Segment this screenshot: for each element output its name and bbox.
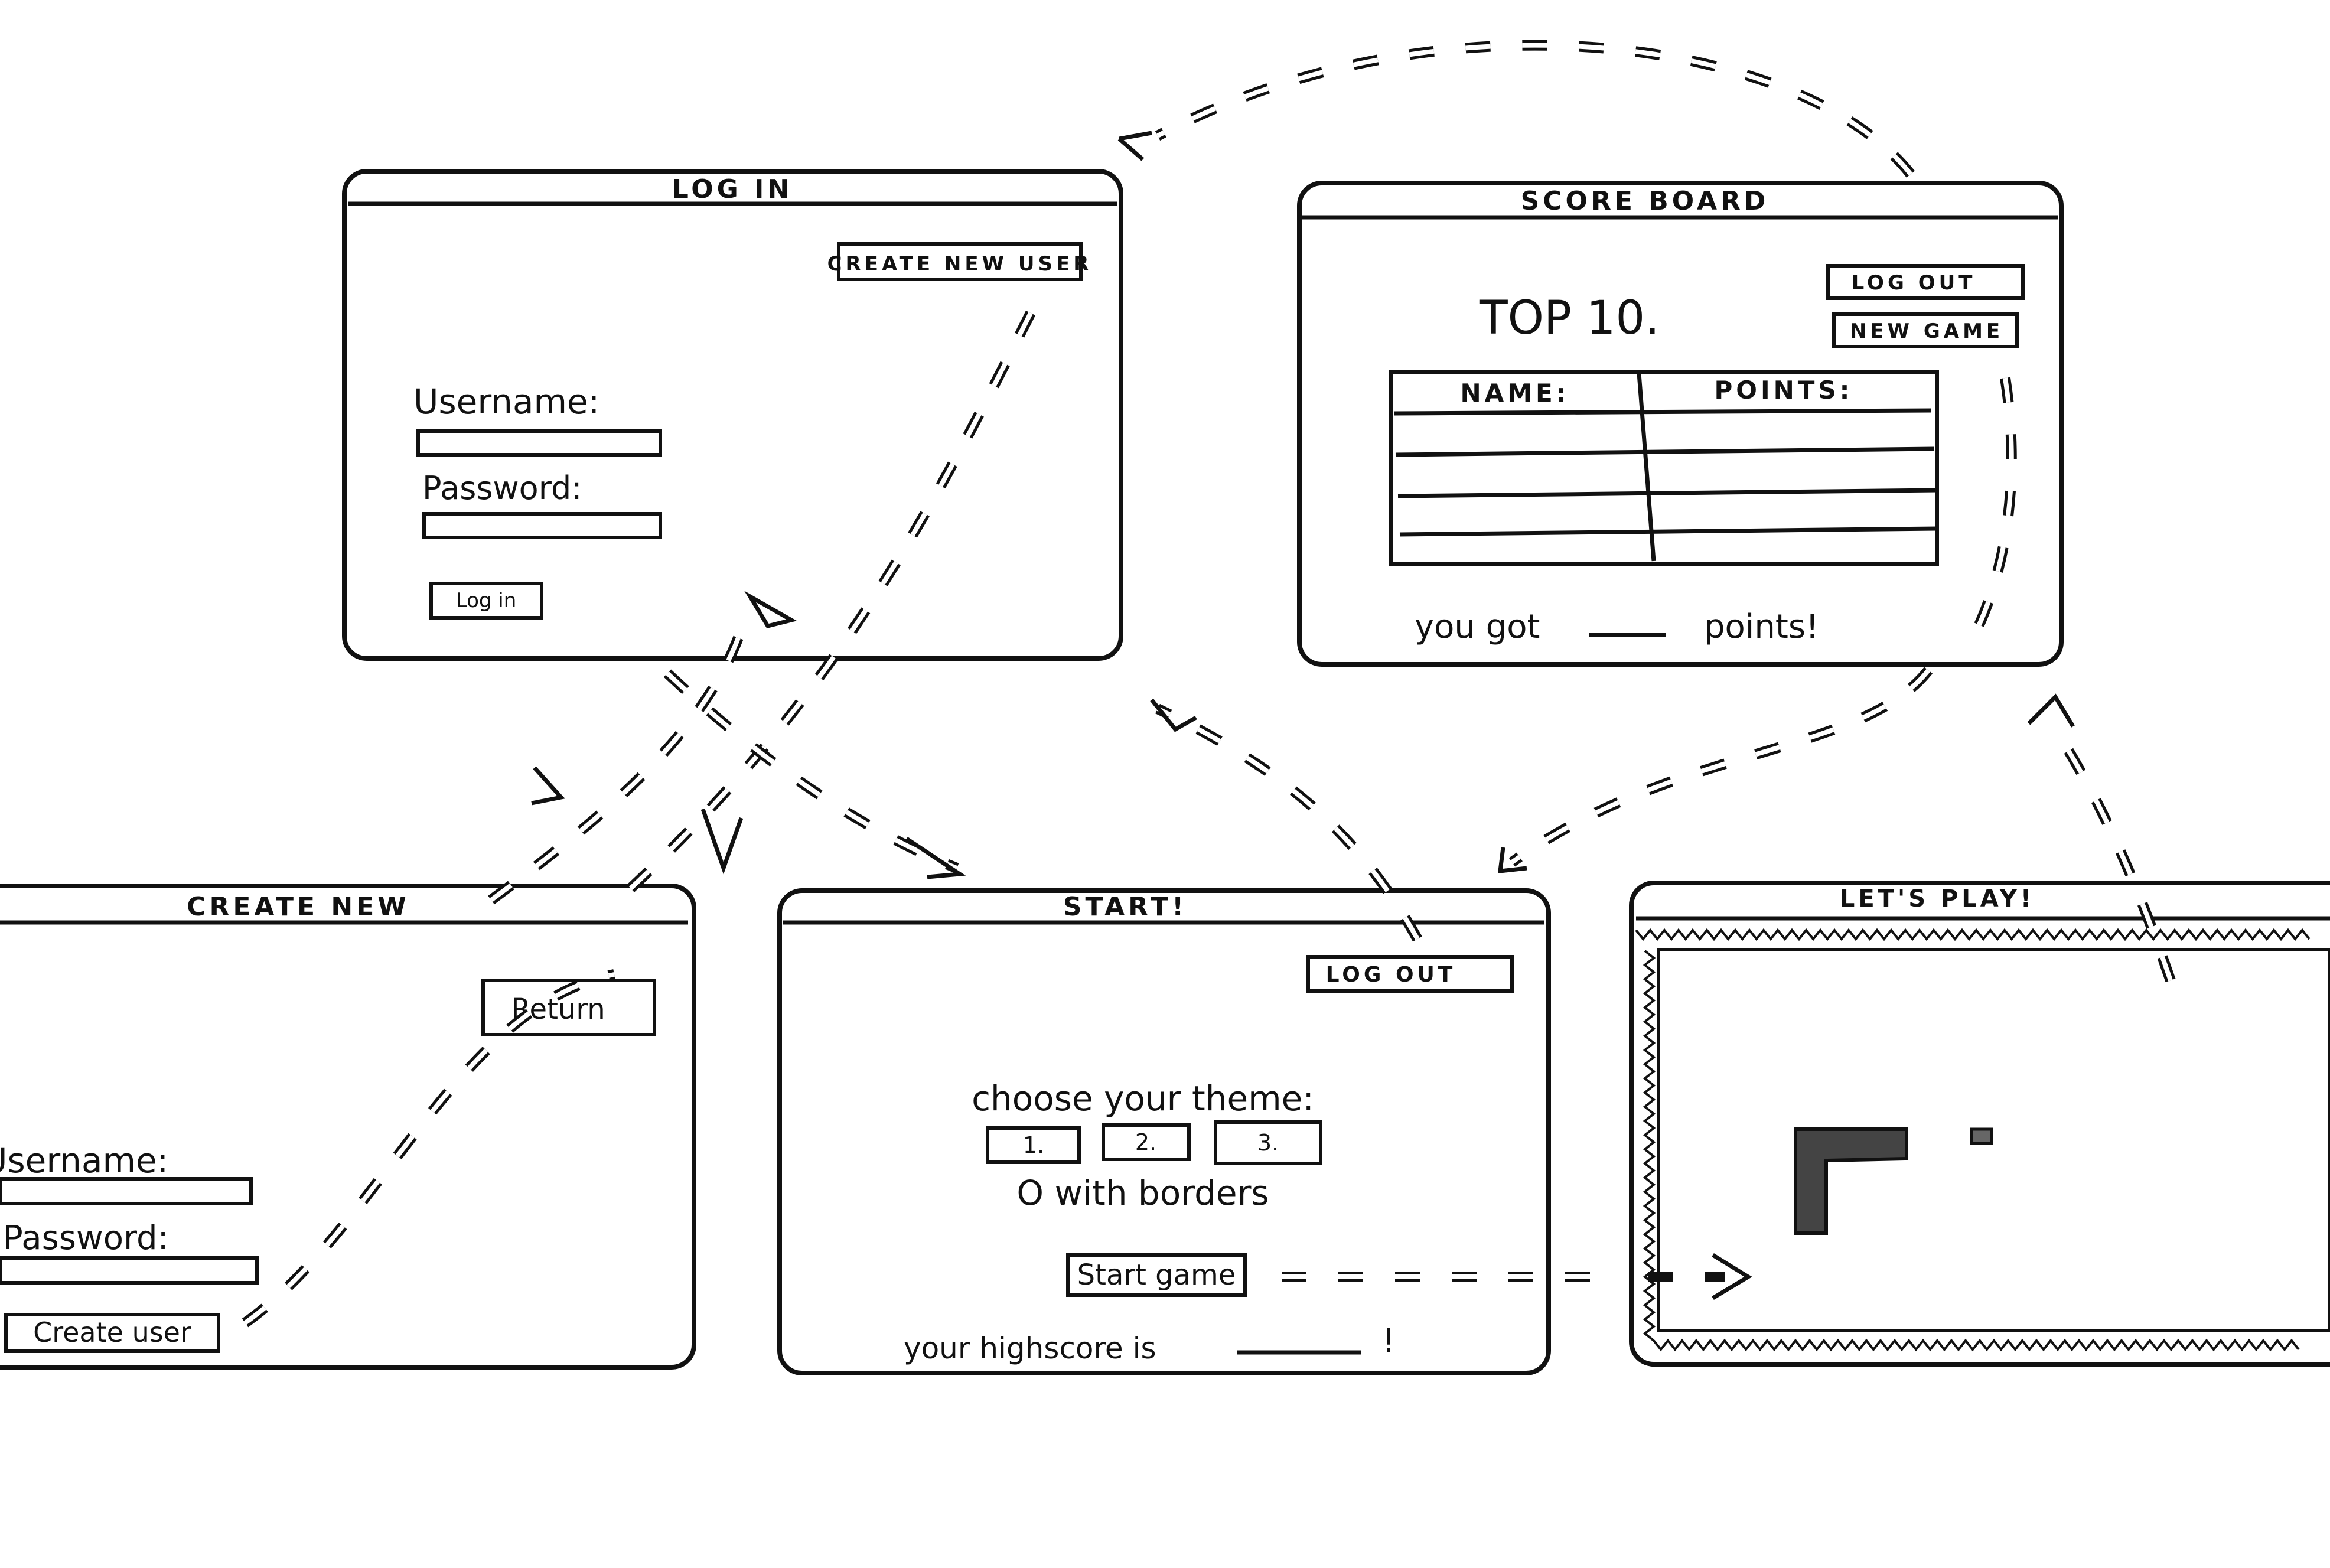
snake-food	[1970, 1127, 1993, 1145]
scoreboard-footer-suffix: points!	[1704, 608, 1819, 646]
highscore-suffix: !	[1382, 1322, 1395, 1361]
create-title: CREATE NEW	[187, 892, 410, 922]
border-zigzag-bottom	[1653, 1338, 2300, 1352]
theme-option-1[interactable]: 1.	[986, 1126, 1081, 1164]
border-zigzag-top	[1635, 928, 2311, 941]
scoreboard-new-game-button[interactable]: NEW GAME	[1832, 312, 2019, 348]
arrow-create-to-login	[242, 969, 615, 1328]
create-new-user-button[interactable]: CREATE NEW USER	[827, 242, 1093, 281]
arrow-scoreboard-to-login	[1117, 40, 1915, 178]
scoreboard-title: SCORE BOARD	[1521, 186, 1770, 216]
theme-option-2[interactable]: 2.	[1102, 1123, 1191, 1161]
scoreboard-screen: SCORE BOARD LOG OUT NEW GAME TOP 10. NAM…	[1297, 181, 2064, 667]
create-username-label: Username:	[0, 1140, 168, 1181]
theme-option-2-label: 2.	[1135, 1129, 1156, 1155]
border-zigzag-left	[1643, 950, 1656, 1342]
borders-option[interactable]: O with borders	[1016, 1173, 1269, 1213]
arrow-start-to-scoreboard	[1150, 698, 1422, 942]
start-game-label: Start game	[1077, 1259, 1236, 1292]
arrow-login-up	[475, 591, 797, 914]
highscore-prefix: your highscore is	[904, 1331, 1156, 1365]
theme-label: choose your theme:	[972, 1078, 1314, 1119]
start-title: START!	[1063, 892, 1187, 922]
snake	[1794, 1127, 1908, 1235]
login-title: LOG IN	[672, 174, 793, 204]
scoreboard-logout-label: LOG OUT	[1852, 271, 1976, 295]
login-username-input[interactable]	[416, 429, 662, 457]
score-table: NAME: POINTS:	[1389, 370, 1939, 566]
create-screen: CREATE NEW Return Username: Password: Cr…	[0, 884, 696, 1370]
flow-arrows	[242, 40, 2176, 1328]
start-logout-label: LOG OUT	[1326, 963, 1456, 987]
login-screen: LOG IN CREATE NEW USER Username: Passwor…	[342, 169, 1123, 661]
top10-heading: TOP 10.	[1479, 292, 1660, 345]
login-button[interactable]: Log in	[429, 582, 543, 620]
arrow-start-to-play	[1282, 1253, 1752, 1300]
start-game-button[interactable]: Start game	[1066, 1253, 1247, 1297]
login-button-label: Log in	[456, 589, 517, 612]
arrow-login-to-create	[610, 310, 1036, 908]
create-username-input[interactable]	[0, 1177, 253, 1205]
arrow-play-to-scoreboard	[2027, 693, 2176, 982]
scoreboard-new-game-label: NEW GAME	[1850, 320, 2003, 343]
arrow-login-to-start	[663, 669, 966, 879]
arrow-scoreboard-to-start	[1497, 667, 1933, 873]
col-points-header: POINTS:	[1715, 376, 1853, 405]
create-password-label: Password:	[3, 1219, 168, 1257]
create-new-user-label: CREATE NEW USER	[827, 252, 1093, 276]
create-user-button[interactable]: Create user	[4, 1313, 220, 1353]
start-logout-button[interactable]: LOG OUT	[1306, 955, 1514, 993]
col-name-header: NAME:	[1461, 379, 1570, 408]
arrow-scoreboard-side	[1973, 377, 2017, 628]
login-username-label: Username:	[413, 382, 599, 422]
scoreboard-footer-prefix: you got	[1415, 608, 1540, 646]
scoreboard-logout-button[interactable]: LOG OUT	[1826, 264, 2025, 300]
login-password-input[interactable]	[422, 512, 662, 539]
create-password-input[interactable]	[0, 1256, 259, 1285]
create-user-label: Create user	[33, 1316, 191, 1348]
play-title: LET'S PLAY!	[1840, 885, 2035, 912]
theme-option-3-label: 3.	[1257, 1130, 1279, 1156]
start-screen: START! LOG OUT choose your theme: 1. 2. …	[777, 888, 1551, 1375]
play-screen: LET'S PLAY!	[1629, 881, 2330, 1367]
theme-option-3[interactable]: 3.	[1214, 1120, 1322, 1165]
login-password-label: Password:	[422, 470, 582, 507]
theme-option-1-label: 1.	[1023, 1132, 1044, 1158]
game-field	[1657, 948, 2330, 1332]
